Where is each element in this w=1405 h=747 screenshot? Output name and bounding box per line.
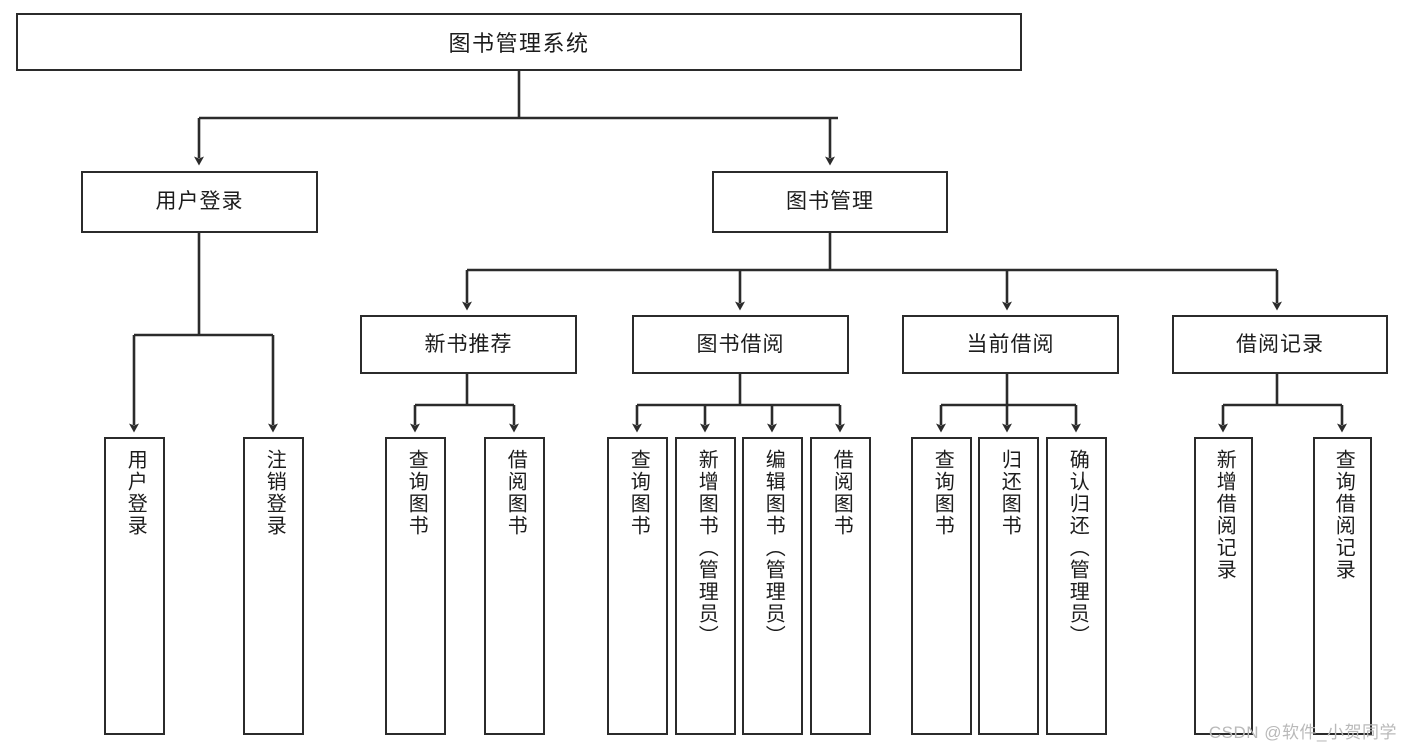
leaf-book-borrow-edit[interactable]: 编辑图书（管理员） (742, 437, 803, 735)
leaf-label: 新增图书（管理员） (695, 449, 718, 647)
leaf-user-login-login[interactable]: 用户登录 (104, 437, 165, 735)
leaf-label: 查询图书 (405, 449, 428, 537)
node-new-book-recommend[interactable]: 新书推荐 (360, 315, 577, 374)
leaf-book-borrow-query[interactable]: 查询图书 (607, 437, 668, 735)
leaf-label: 用户登录 (124, 449, 147, 537)
node-label: 新书推荐 (424, 332, 513, 356)
leaf-label: 注销登录 (263, 449, 286, 537)
leaf-book-borrow-add[interactable]: 新增图书（管理员） (675, 437, 736, 735)
leaf-label: 归还图书 (998, 449, 1021, 537)
leaf-book-borrow-lend[interactable]: 借阅图书 (810, 437, 871, 735)
node-book-management[interactable]: 图书管理 (712, 171, 948, 233)
node-user-login[interactable]: 用户登录 (81, 171, 318, 233)
node-label: 当前借阅 (966, 332, 1055, 356)
leaf-current-borrow-return[interactable]: 归还图书 (978, 437, 1039, 735)
leaf-label: 确认归还（管理员） (1066, 449, 1089, 647)
leaf-current-borrow-query[interactable]: 查询图书 (911, 437, 972, 735)
node-borrow-record[interactable]: 借阅记录 (1172, 315, 1388, 374)
node-label: 借阅记录 (1236, 332, 1324, 356)
leaf-label: 查询借阅记录 (1332, 449, 1355, 581)
leaf-label: 新增借阅记录 (1213, 449, 1236, 581)
node-label: 图书管理 (786, 190, 874, 214)
watermark: CSDN @软件_小贺同学 (1208, 723, 1397, 742)
node-label: 图书借阅 (696, 332, 785, 356)
leaf-new-book-borrow[interactable]: 借阅图书 (484, 437, 545, 735)
leaf-current-borrow-confirm-return[interactable]: 确认归还（管理员） (1046, 437, 1107, 735)
node-label: 用户登录 (155, 190, 244, 214)
node-current-borrow[interactable]: 当前借阅 (902, 315, 1119, 374)
leaf-label: 借阅图书 (504, 449, 527, 537)
leaf-label: 查询图书 (931, 449, 954, 537)
node-label: 图书管理系统 (448, 31, 590, 56)
leaf-new-book-query[interactable]: 查询图书 (385, 437, 446, 735)
leaf-borrow-record-query[interactable]: 查询借阅记录 (1313, 437, 1372, 735)
leaf-user-login-logout[interactable]: 注销登录 (243, 437, 304, 735)
leaf-borrow-record-add[interactable]: 新增借阅记录 (1194, 437, 1253, 735)
leaf-label: 查询图书 (627, 449, 650, 537)
node-root-system[interactable]: 图书管理系统 (16, 13, 1022, 71)
leaf-label: 借阅图书 (830, 449, 853, 537)
node-book-borrow[interactable]: 图书借阅 (632, 315, 849, 374)
leaf-label: 编辑图书（管理员） (762, 449, 785, 647)
